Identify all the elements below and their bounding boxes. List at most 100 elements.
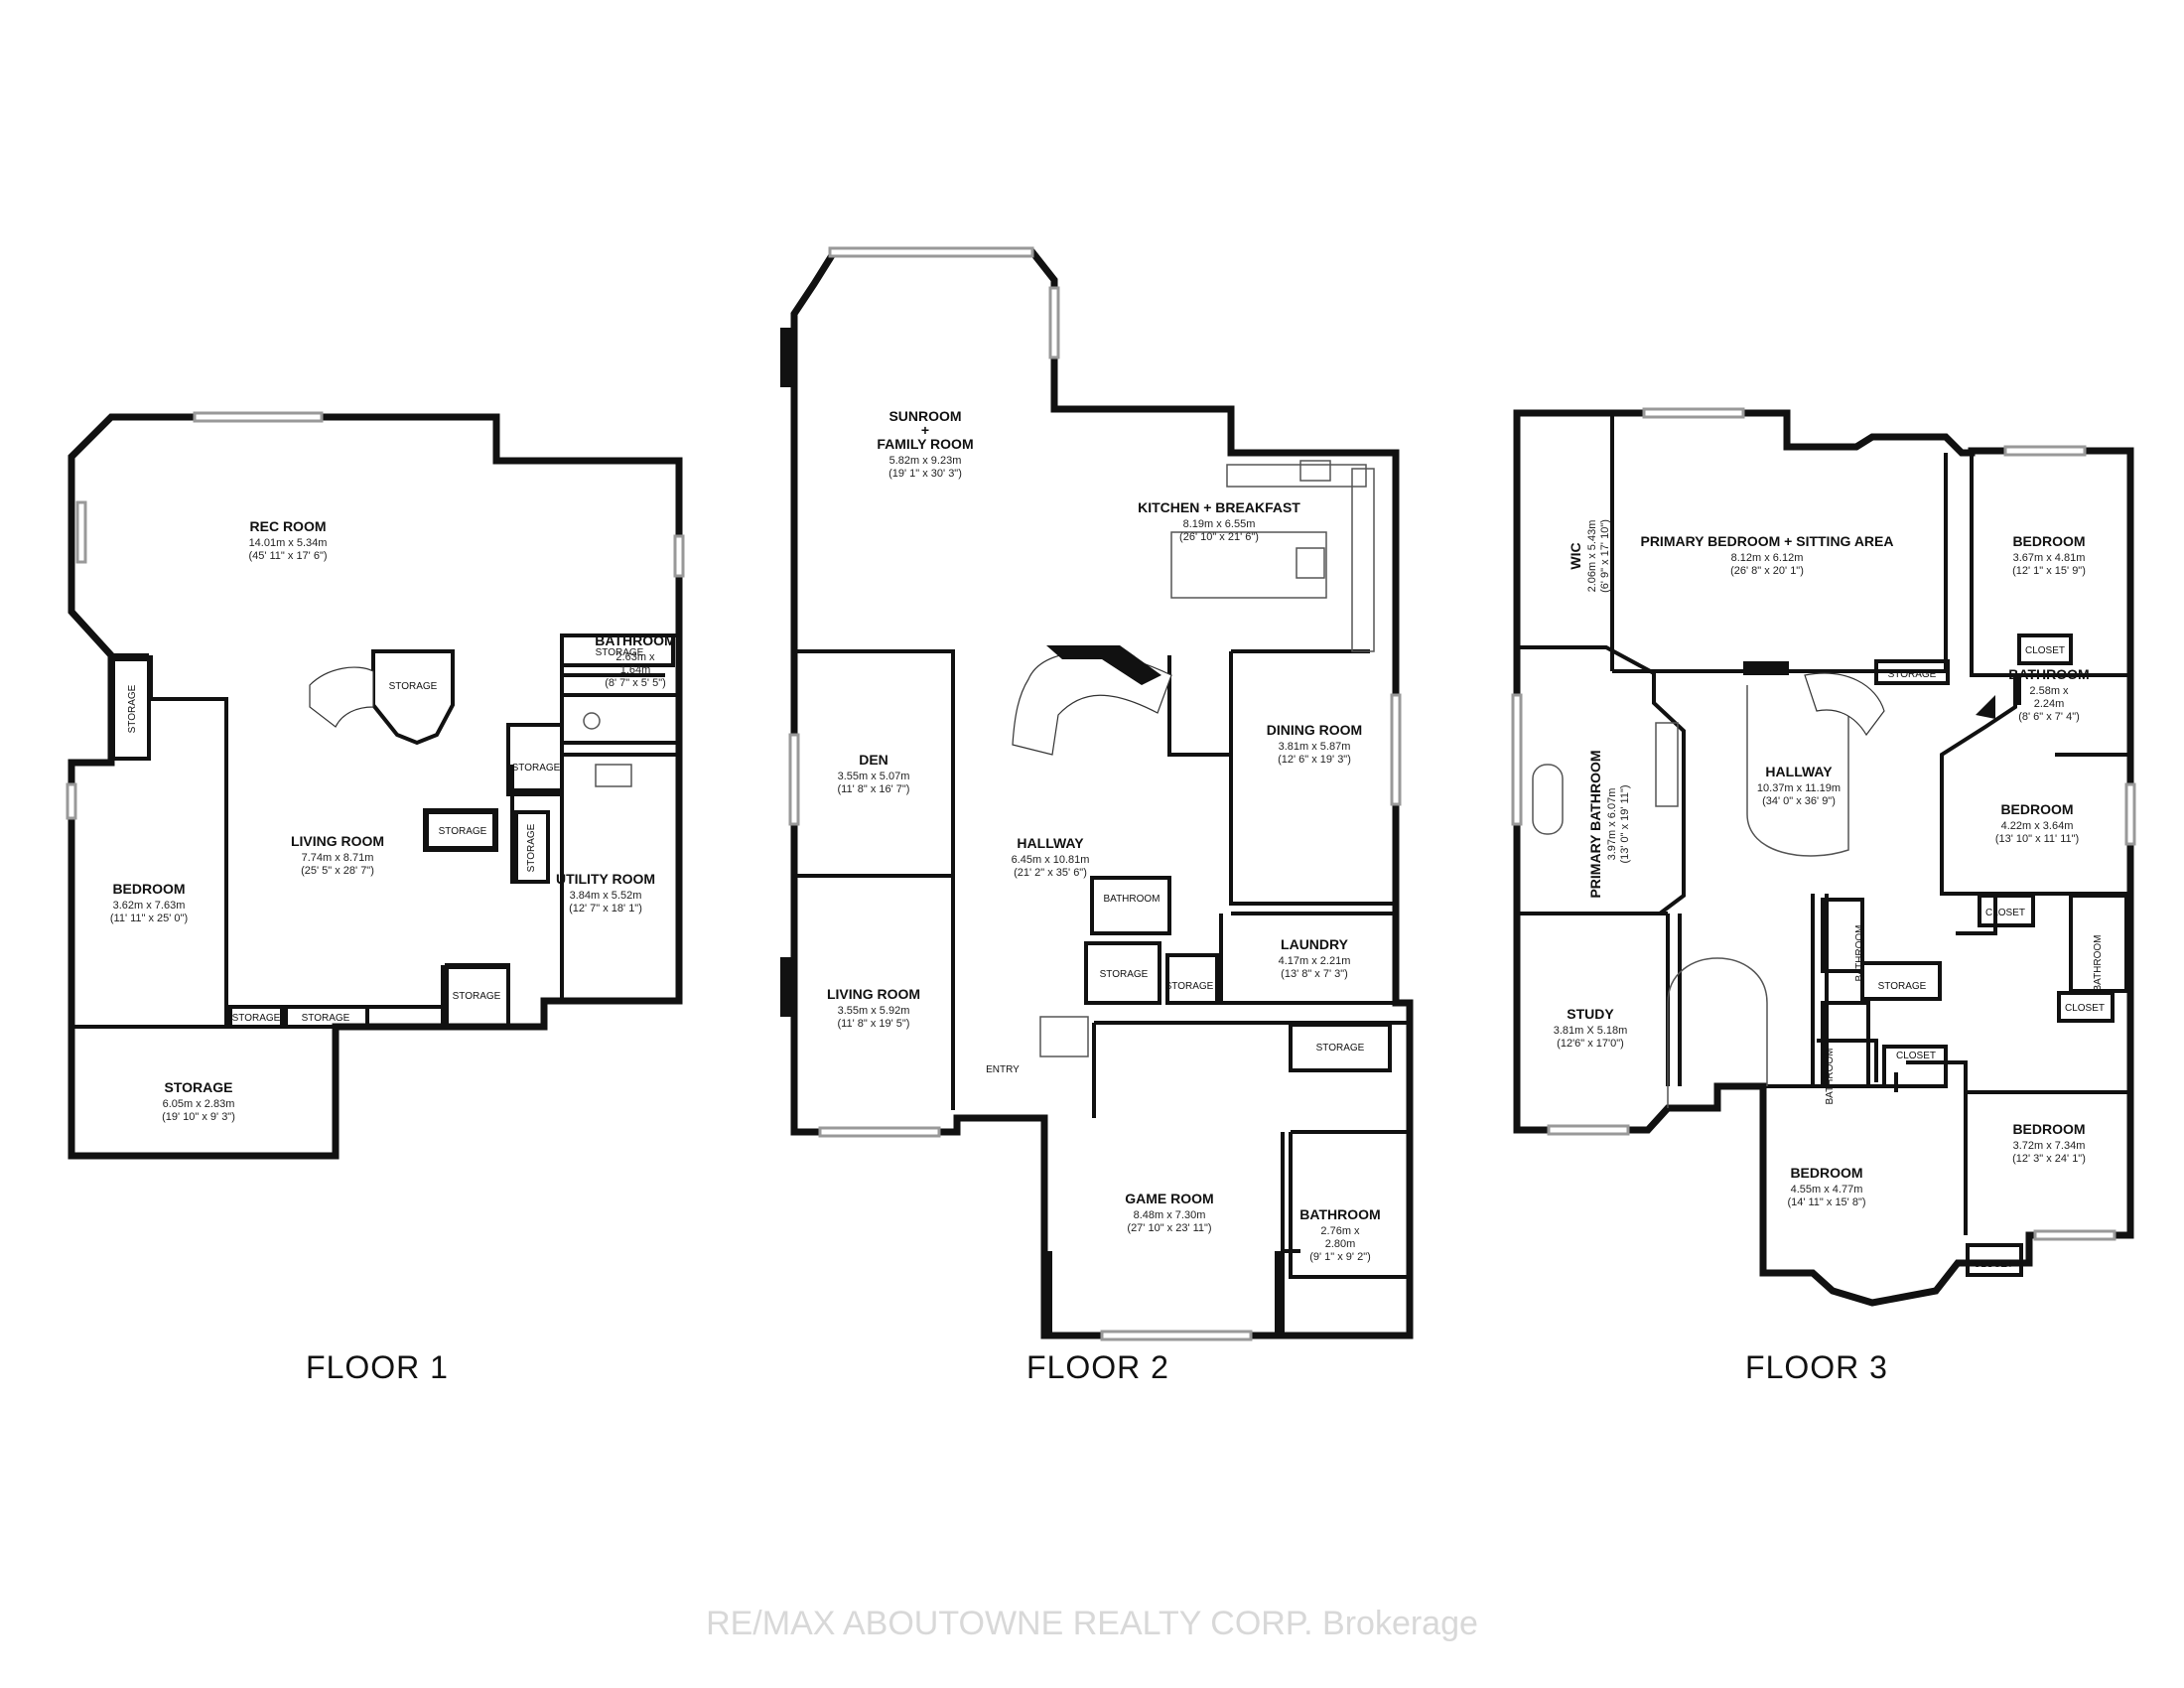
floor-1-room-dim-m-4: 3.84m x 5.52m [570,890,642,902]
floor-2-kitchen-counter-right [1351,468,1375,652]
floor-3-room-name-5: HALLWAY [1765,764,1833,779]
floor-3-room-dim-extra-3: (8' 6" x 7' 4") [2018,711,2080,723]
floor-1-small-label-8: STORAGE [302,1013,350,1024]
floor-1-storage-top [560,633,675,667]
floor-2-room-dim-m-0: 5.82m x 9.23m [889,455,962,467]
floor-2-room-name-5: LIVING ROOM [827,986,920,1002]
floor-3-small-label-0: STORAGE [1888,669,1937,680]
floor-2-small-label-3: STORAGE [1316,1043,1365,1054]
floor-1-plan [66,411,685,1160]
floor-3-bath-small-3 [2069,894,2128,993]
floor-1-toilet [583,712,601,730]
floor-2-small-label-0: BATHROOM [1103,894,1160,905]
floor-3-primary-window [1642,407,1745,419]
floor-2-small-label-1: STORAGE [1100,969,1149,980]
floor-2-room-name-1: KITCHEN + BREAKFAST [1138,499,1300,515]
floor-3-closet-top [2017,633,2073,665]
floor-3-exterior-walls [1513,409,2134,1307]
floor-3-bathtub [1532,764,1564,835]
floor-3-wall-corner [1976,695,1995,719]
floor-3-hall-beam [1743,661,1789,675]
floor-1-window-top [193,411,324,423]
floor-1-room-name-4: UTILITY ROOM [556,871,655,887]
floor-2-room-dim-m-4: 3.81m x 5.87m [1279,741,1351,753]
floor-3-closet-mid [1978,894,2035,927]
floor-2-room-dim-m-7: 8.48m x 7.30m [1134,1209,1206,1221]
floor-2-den-window [788,733,800,826]
floor-1-room-dim-m-0: 14.01m x 5.34m [249,537,328,549]
floor-2-kitchen-sink [1299,460,1331,482]
floor-3-room-dim-m-2: 3.67m x 4.81m [2013,552,2086,564]
floor-2-game-window [1100,1330,1253,1341]
floor-3-room-dim-ft-5: (34' 0" x 36' 9") [1762,795,1836,807]
floor-2-small-label-4: ENTRY [986,1064,1020,1075]
floor-3-room-dim-ft-7: (12'6" x 17'0") [1557,1038,1624,1050]
floor-3-room-dim-m-7: 3.81m X 5.18m [1554,1025,1628,1037]
floor-3-room-name-0: WIC [1568,542,1583,569]
floor-1-exterior-walls [68,413,683,1160]
floor-2-room-dim-m-6: 4.17m x 2.21m [1279,955,1351,967]
floor-3-small-label-3: CLOSET [2065,1003,2105,1014]
floor-2-small-label-2: STORAGE [1165,981,1214,992]
floor-2-room-name-6: LAUNDRY [1281,936,1349,952]
floor-2-room-name-8: BATHROOM [1299,1206,1380,1222]
floor-3-room-name-6: BEDROOM [2000,801,2073,817]
floor-2-sunroom-window [828,246,1034,258]
floor-3-room-dim-ft-3: 2.24m [2034,698,2065,710]
floor-3-room-name-8: BEDROOM [1790,1165,1862,1181]
floor-2-room-name-3: HALLWAY [1017,835,1084,851]
floor-3-small-label-1: CLOSET [2025,645,2065,656]
floor-3-room-dim-m-1: 8.12m x 6.12m [1731,552,1804,564]
floor-3-study-arch [1667,957,1768,1108]
floor-3-room-dim-ft-8: (14' 11" x 15' 8") [1787,1196,1865,1208]
floor-2-sunroom-window-right [1048,286,1060,359]
floor-2-room-dim-ft-1: (26' 10" x 21' 6") [1179,531,1259,543]
floor-1-small-label-3: STORAGE [512,763,561,774]
floor-2-room-dim-ft-0: (19' 1" x 30' 3") [888,468,962,480]
floor-3-room-name-1: PRIMARY BEDROOM + SITTING AREA [1640,533,1893,549]
floor-1-small-label-1: STORAGE [389,681,438,692]
floor-1-room-dim-m-3: 2.63m x [615,651,655,663]
floor-2-kitchen-counter-top [1226,464,1367,488]
floor-2-room-dim-m-2: 3.55m x 5.07m [838,771,910,782]
floor-1-room-name-3: BATHROOM [595,633,675,648]
floor-3-closet-lower [1882,1045,1948,1088]
floor-3-room-dim-ft-4: (13' 0" x 19' 11") [1619,784,1631,863]
floor-1-storage-small [425,810,496,850]
floor-2-exterior-walls [790,248,1414,1339]
floor-1-window-bed [66,782,77,820]
floor-1-fireplace [75,500,87,564]
floor-1-small-label-0: STORAGE [127,684,138,733]
floor-2-room-name-2: DEN [859,752,888,768]
floor-1-storage-vertical [514,810,550,884]
floor-3-small-label-7: BATHROOM [1854,924,1865,981]
floor-3-bath-small-2 [1821,1001,1870,1088]
floor-3-room-name-7: STUDY [1567,1006,1614,1022]
floor-1-small-label-2: STORAGE [596,647,644,658]
floor-1-room-name-5: STORAGE [165,1079,233,1095]
floor-3-room-dim-ft-1: (26' 8" x 20' 1") [1730,565,1804,577]
floor-1-room-name-2: BEDROOM [112,881,185,897]
floor-3-room-dim-ft-6: (13' 10" x 11' 11") [1995,833,2079,845]
floor-1-room-dim-m-1: 7.74m x 8.71m [302,852,374,864]
floor-2-room-name2-0: FAMILY ROOM [877,436,973,452]
floor-3-bedroom-window-bottom [2033,1229,2116,1241]
floor-1-label: FLOOR 1 [306,1349,449,1385]
floor-3-small-label-6: STORAGE [1878,981,1927,992]
floor-3-room-dim-ft-9: (12' 3" x 24' 1") [2012,1153,2086,1165]
floor-2-room-dim-ft-4: (12' 6" x 19' 3") [1278,754,1351,766]
floor-3-vanity [1655,722,1679,807]
floor-2-room-name-7: GAME ROOM [1125,1191,1213,1206]
floor-1-room-name-0: REC ROOM [250,518,327,534]
floor-3-room-dim-m-0: 2.06m x 5.43m [1586,520,1598,593]
floor-2-room-name-0: SUNROOM [888,408,961,424]
floor-1-utility-sink [595,764,632,787]
floor-2-cooktop [1296,547,1325,579]
floor-2-game-pillar-left [1042,1251,1052,1336]
floor-1-room-dim-ft-5: (19' 10" x 9' 3") [162,1111,235,1123]
floor-2-room-name-4: DINING ROOM [1267,722,1362,738]
floor-2-room-dim-m-3: 6.45m x 10.81m [1012,854,1090,866]
floor-2-living-window [818,1126,941,1138]
floor-1-small-label-4: STORAGE [439,826,487,837]
